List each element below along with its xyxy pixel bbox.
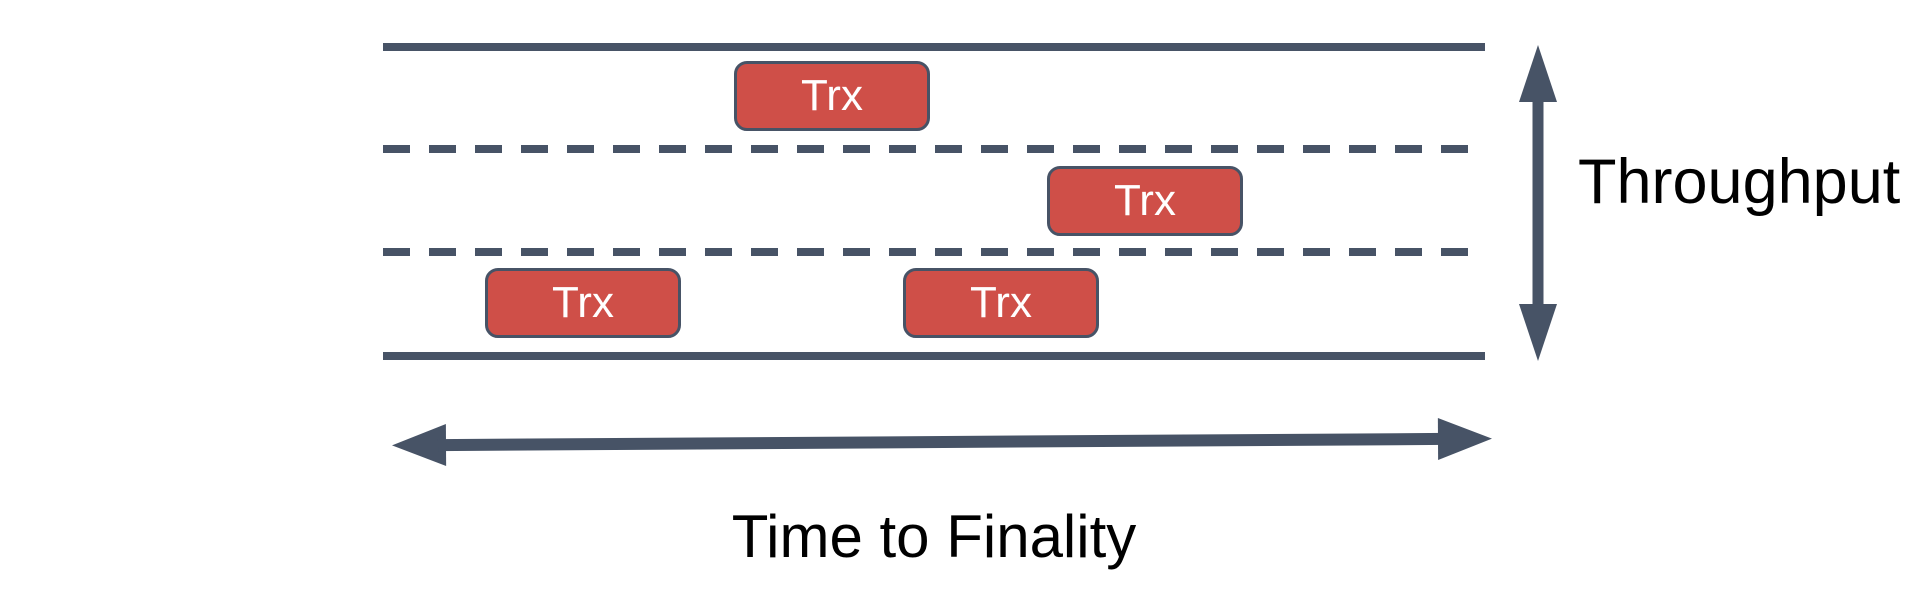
- trx-box-middle-lane: Trx: [1047, 166, 1243, 236]
- road: [383, 43, 1485, 360]
- trx-label: Trx: [1114, 176, 1176, 225]
- trx-box-top-lane: Trx: [734, 61, 930, 131]
- time-to-finality-label: Time to Finality: [731, 503, 1137, 570]
- lane-divider-2: [383, 248, 1485, 256]
- trx-label: Trx: [970, 278, 1032, 327]
- trx-label: Trx: [801, 71, 863, 120]
- throughput-double-arrow-icon: [1519, 45, 1557, 361]
- trx-box-bottom-lane-middle: Trx: [903, 268, 1099, 338]
- throughput-label: Throughput: [1578, 147, 1901, 217]
- time-to-finality-double-arrow-icon: [392, 417, 1492, 467]
- trx-box-bottom-lane-left: Trx: [485, 268, 681, 338]
- lane-divider-1: [383, 145, 1485, 153]
- trx-label: Trx: [552, 278, 614, 327]
